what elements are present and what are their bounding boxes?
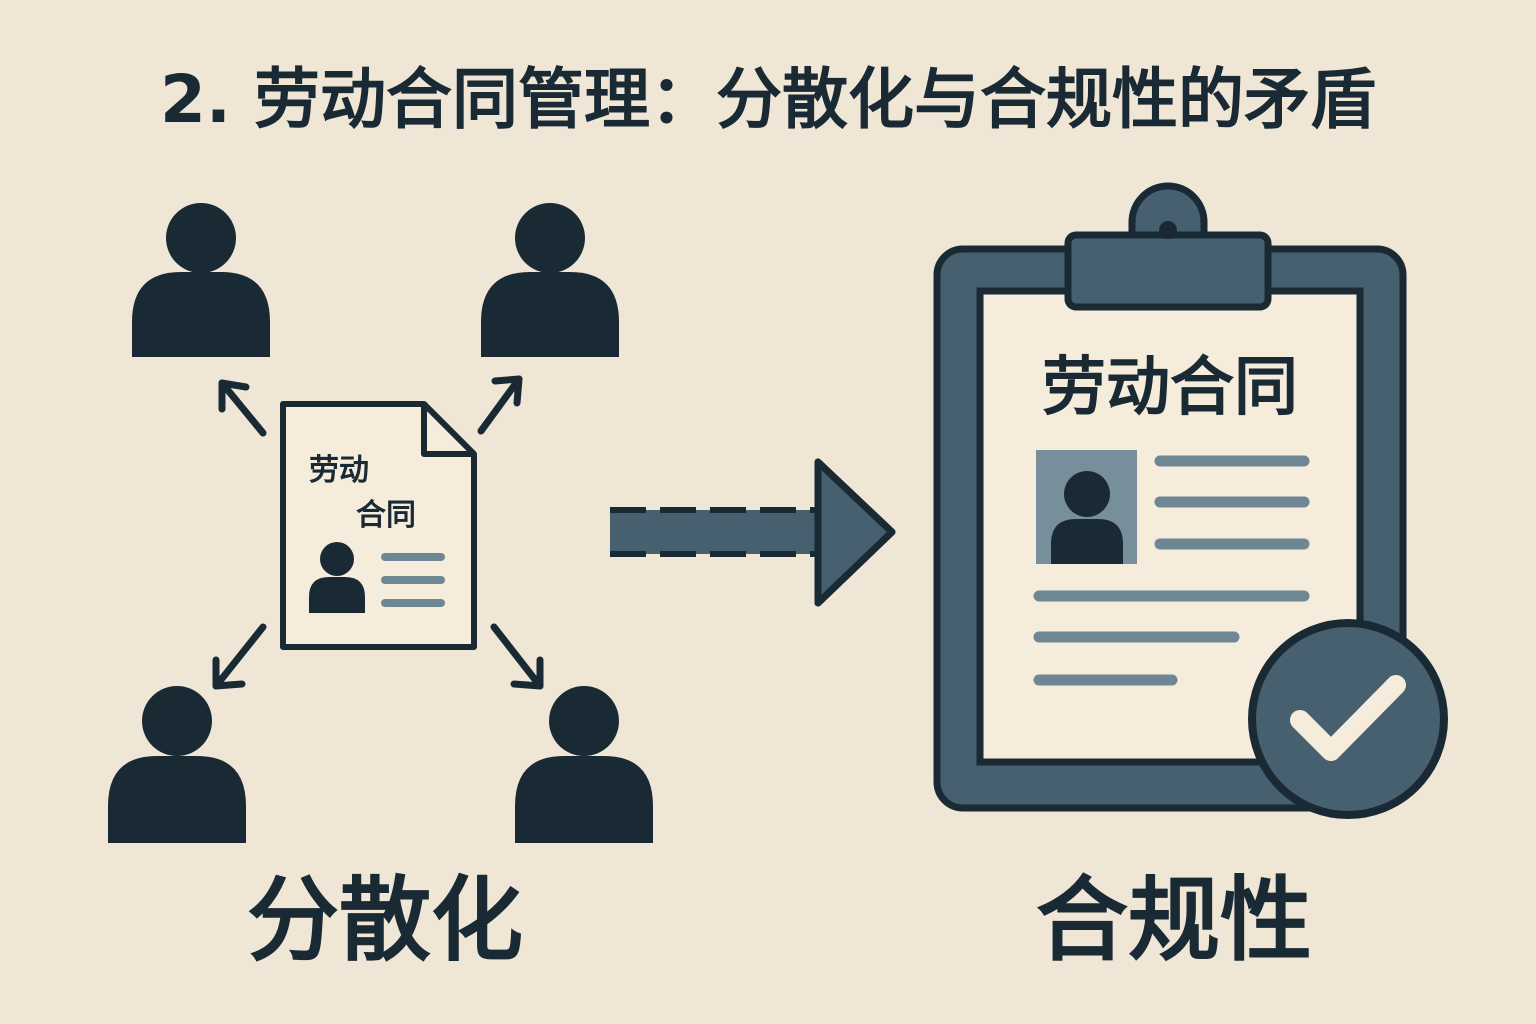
clipboard-clip xyxy=(1064,182,1272,311)
dashed-arrow-right-icon xyxy=(610,458,896,607)
person-icon-top-right xyxy=(481,203,619,357)
document-avatar-icon xyxy=(309,542,365,613)
decentralized-caption: 分散化 xyxy=(247,867,523,974)
page-title: 2. 劳动合同管理：分散化与合规性的矛盾 xyxy=(160,61,1376,138)
decentralized-group: 劳动 合同 分散化 xyxy=(108,203,653,974)
checkmark-icon xyxy=(1290,675,1406,761)
arrow-up-left-icon xyxy=(218,379,267,437)
profile-photo-icon xyxy=(1036,450,1137,564)
person-icon-top-left xyxy=(132,203,270,357)
contract-document-icon: 劳动 合同 xyxy=(280,401,477,650)
compliance-group: 劳动合同 合规性 xyxy=(933,182,1448,974)
document-label-line2: 合同 xyxy=(356,498,416,533)
arrow-down-left-icon xyxy=(212,623,267,690)
document-label-line1: 劳动 xyxy=(309,453,369,488)
clipboard-title: 劳动合同 xyxy=(1042,351,1298,425)
arrow-up-right-icon xyxy=(477,375,523,435)
checkmark-badge xyxy=(1248,619,1448,819)
arrow-down-right-icon xyxy=(490,623,544,690)
compliance-caption: 合规性 xyxy=(1036,867,1312,974)
person-icon-bottom-left xyxy=(108,686,246,843)
person-icon-bottom-right xyxy=(515,686,653,843)
